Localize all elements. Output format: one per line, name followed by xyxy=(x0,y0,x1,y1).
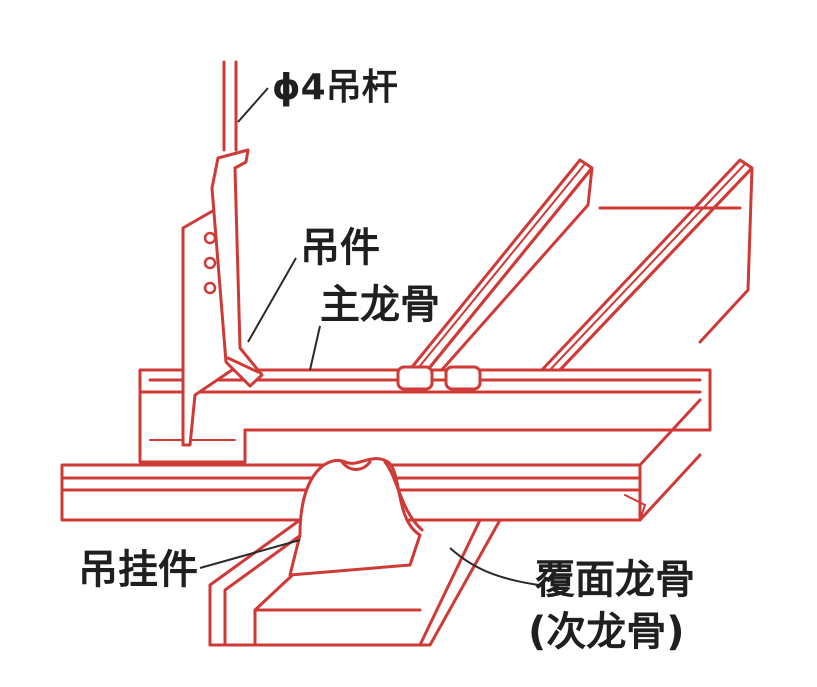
keel-clips xyxy=(396,365,482,391)
back-cover-keel-1 xyxy=(406,158,594,374)
hanger-bracket xyxy=(181,148,264,447)
leader-hanging-piece xyxy=(199,539,301,569)
label-hanging-piece: 吊挂件 xyxy=(78,547,198,593)
label-hanger: 吊件 xyxy=(300,225,380,271)
label-rod: ϕ4吊杆 xyxy=(272,67,398,108)
hanging-rod xyxy=(222,60,238,152)
main-keel xyxy=(138,368,712,464)
bracket-hole xyxy=(203,231,217,245)
hanging-clip xyxy=(288,457,424,577)
label-cover-keel-sub: (次龙骨) xyxy=(528,609,685,655)
leader-main-keel xyxy=(309,325,321,371)
label-main-keel: 主龙骨 xyxy=(320,282,440,328)
bracket-hole xyxy=(203,256,217,270)
label-cover-keel: 覆面龙骨 xyxy=(535,557,695,603)
leader-cover-keel xyxy=(449,547,539,586)
leader-rod xyxy=(237,87,269,123)
leader-hanger xyxy=(247,257,297,343)
back-cover-keel-2 xyxy=(538,158,754,374)
bracket-hole xyxy=(203,281,217,295)
